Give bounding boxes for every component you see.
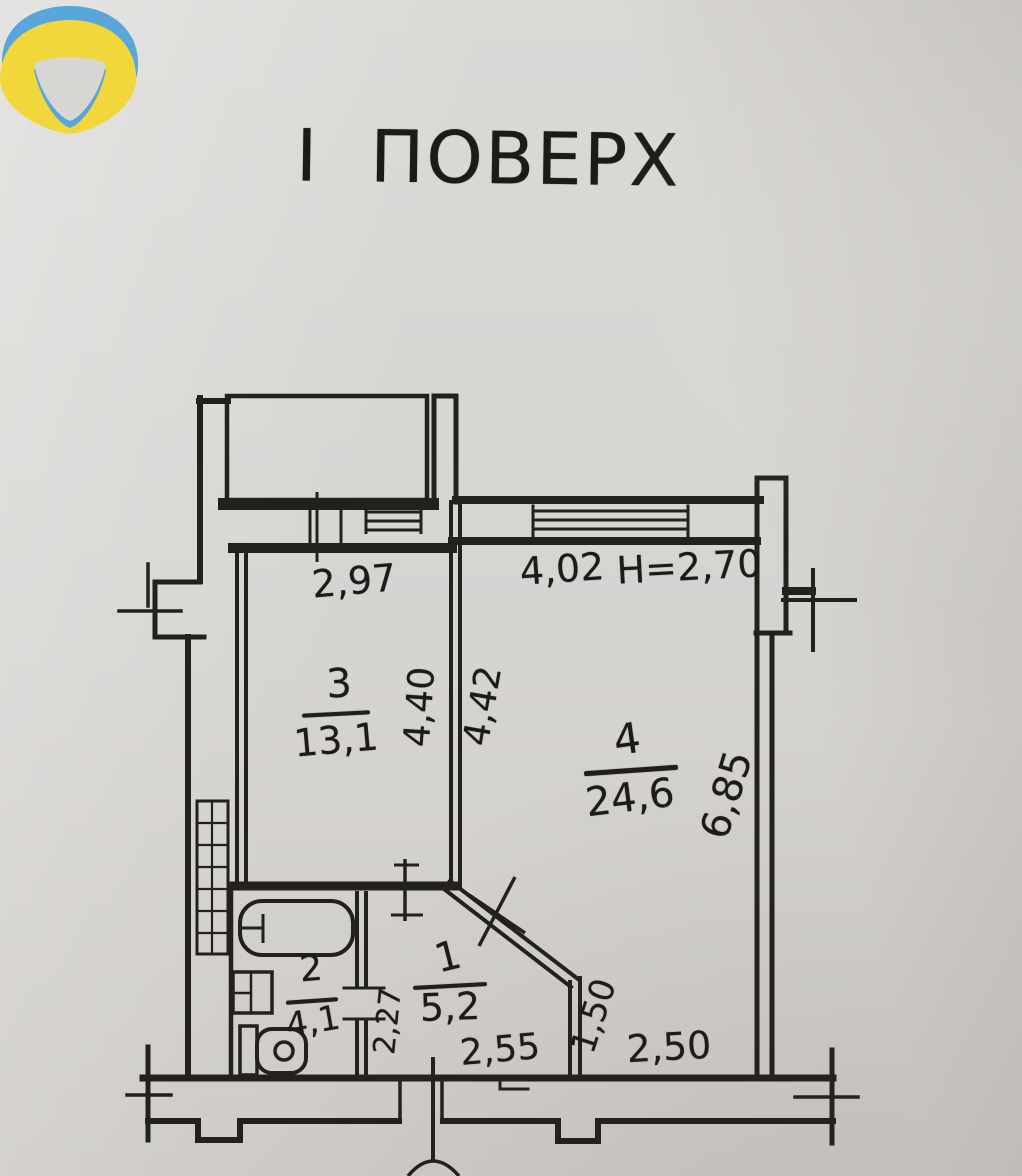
dim-bath-wall: 2,27	[367, 985, 409, 1057]
bathtub-icon	[238, 899, 355, 957]
balcony-door	[308, 492, 343, 562]
room-2-number: 2	[297, 947, 325, 991]
ceiling-height-note: H=2,70	[615, 541, 763, 593]
sink-icon	[231, 970, 274, 1015]
toilet-icon	[238, 1024, 308, 1077]
room4-window	[531, 504, 690, 539]
room3-room4-wall	[449, 500, 462, 890]
logo-hole-paper	[34, 57, 106, 121]
room-3-area: 13,1	[291, 714, 381, 766]
entrance-door-arc	[406, 1159, 461, 1176]
threshold-mark	[498, 1076, 530, 1091]
room-3-number: 3	[325, 660, 353, 708]
hall-door-x-mark	[468, 876, 526, 947]
dim-balcony-width: 2,97	[309, 555, 399, 607]
wall-right-of-balcony	[431, 393, 459, 507]
bath-door-ticks	[342, 986, 386, 1021]
room-1-area: 5,2	[419, 983, 481, 1031]
fixtures	[195, 799, 355, 1077]
hall-right-wall	[568, 976, 582, 1080]
balcony-outline	[224, 393, 430, 503]
entrance-jambs	[398, 1078, 444, 1121]
room3-left-wall	[235, 546, 248, 888]
dim-hall-width: 2,55	[458, 1026, 542, 1074]
bottom-wall-lower	[145, 1118, 836, 1144]
riser-shaft-hatch	[195, 799, 230, 956]
bath-right-wall	[355, 891, 368, 1080]
left-axis-tick	[117, 562, 183, 613]
right-top-axis-tick	[781, 568, 857, 652]
dim-room4-width: 4,02	[518, 544, 606, 594]
outer-walls	[117, 393, 860, 1146]
balcony-window	[364, 508, 423, 534]
dim-entry-right: 2,50	[625, 1022, 713, 1072]
dim-room3-depth: 4,40	[396, 665, 444, 749]
balloon-logo-icon	[0, 6, 139, 134]
doors-windows	[308, 492, 526, 1176]
inner-walls	[226, 500, 582, 1081]
